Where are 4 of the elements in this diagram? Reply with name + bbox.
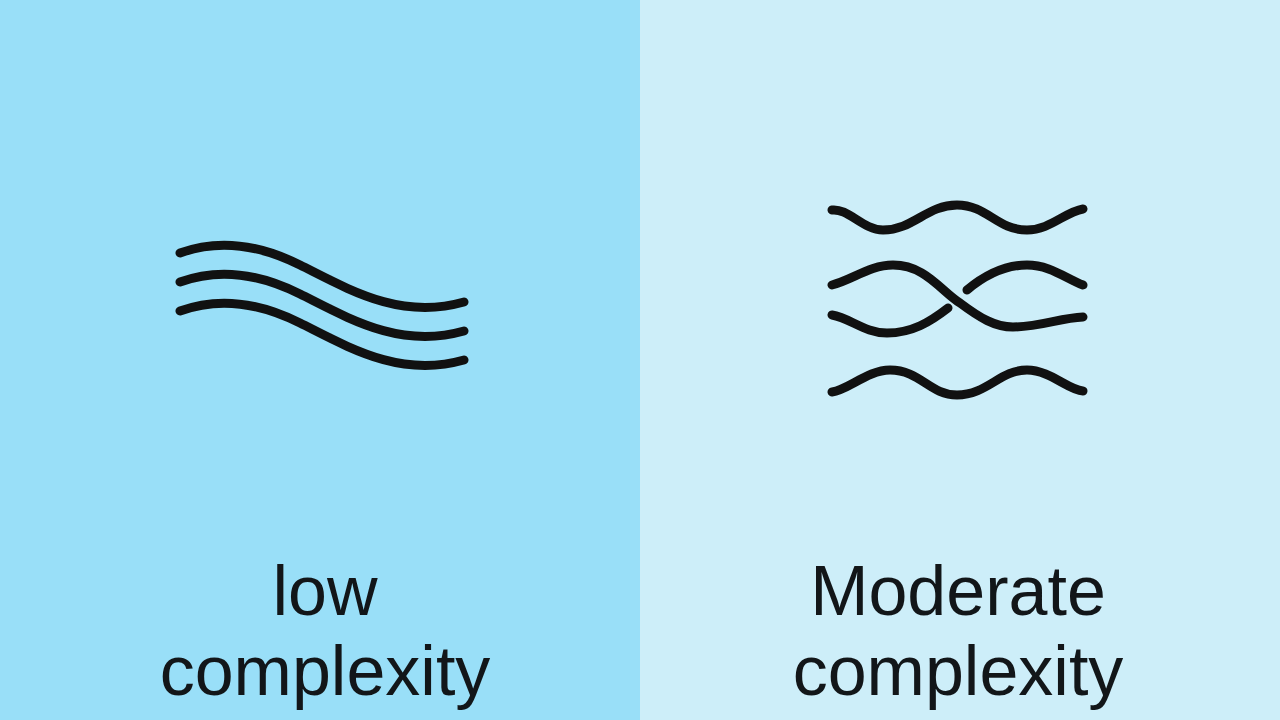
panel-label: low complexity	[158, 551, 492, 711]
panel	[0, 0, 640, 720]
panel-label: Moderate complexity	[791, 551, 1125, 711]
panel	[640, 0, 1280, 720]
